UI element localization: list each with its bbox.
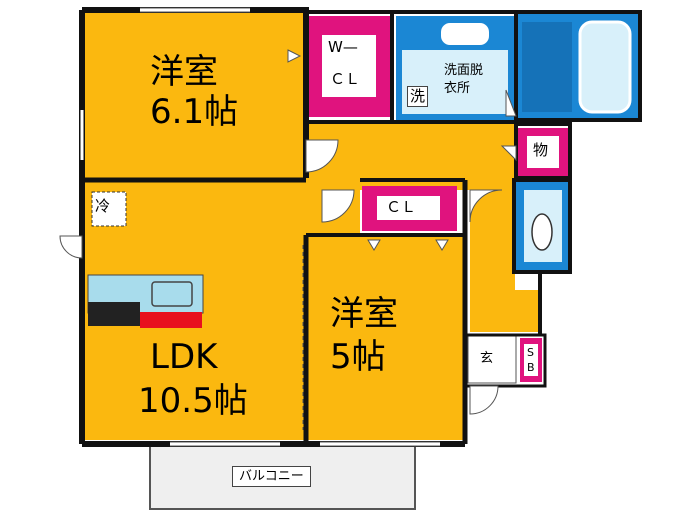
shoebox-label-2: B <box>527 361 535 374</box>
kitchen-block <box>88 302 140 326</box>
room-western-2-size: 5帖 <box>330 337 386 377</box>
room-ldk-name: LDK <box>150 337 218 377</box>
closet-inner <box>377 196 440 220</box>
closet-label: ＣＬ <box>386 198 417 216</box>
washroom-label-1: 洗面脱 <box>444 63 484 78</box>
stove <box>140 312 202 328</box>
storage-label: 物 <box>533 141 549 159</box>
bathtub <box>578 20 632 114</box>
storage-inner <box>527 136 559 168</box>
walk-in-closet-label-2: ＣＬ <box>330 70 361 88</box>
room-ldk-size: 10.5帖 <box>138 381 248 421</box>
shoebox-inner <box>524 344 538 376</box>
fridge-space <box>91 191 127 227</box>
hallway <box>305 122 540 332</box>
fridge-label: 冷 <box>95 197 111 215</box>
kitchen-sink <box>151 281 193 307</box>
toilet-bowl <box>531 213 553 251</box>
room-western-1-name: 洋室 <box>150 52 218 92</box>
washroom-label-2: 衣所 <box>444 81 471 96</box>
doors <box>59 49 517 415</box>
walk-in-closet-label-1: W— <box>328 38 358 56</box>
balcony-label: バルコニー <box>232 466 311 487</box>
washbasin <box>439 21 491 47</box>
room-western-1-size: 6.1帖 <box>150 92 239 132</box>
room-western-1 <box>85 12 305 178</box>
washer-space: 洗 <box>407 86 429 107</box>
walk-in-closet-inner <box>322 35 376 97</box>
window-marks <box>140 7 440 447</box>
entrance-label: 玄 <box>480 351 494 366</box>
bath-floor <box>522 22 572 112</box>
room-western-2 <box>305 235 463 440</box>
shoebox-label-1: S <box>527 346 534 359</box>
windows <box>80 8 440 446</box>
room-western-2-name: 洋室 <box>330 294 398 334</box>
